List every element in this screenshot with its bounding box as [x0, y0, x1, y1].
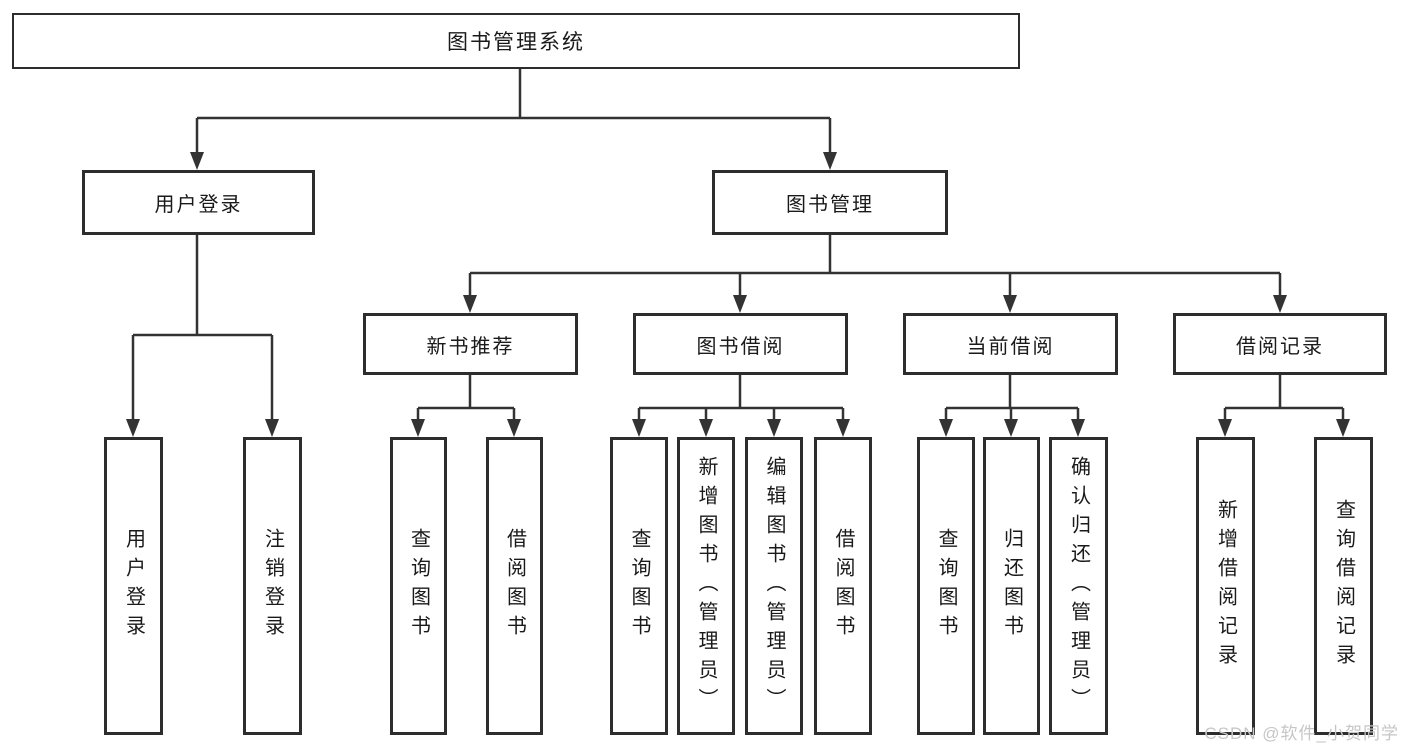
node-label: 注销登录: [261, 528, 284, 644]
leaf-query-books-recommend: 查询图书: [390, 437, 447, 735]
leaf-user-login: 用户登录: [104, 437, 163, 735]
node-borrowing-records: 借阅记录: [1173, 313, 1387, 375]
node-label: 新书推荐: [426, 335, 515, 358]
node-label: 图书管理: [786, 194, 874, 216]
node-label: 确认归还（管理员）: [1067, 455, 1090, 717]
node-label: 图书管理系统: [447, 31, 585, 54]
node-user-login: 用户登录: [82, 170, 315, 235]
node-label: 查询借阅记录: [1332, 499, 1355, 673]
leaf-return-books: 归还图书: [983, 437, 1040, 735]
leaf-borrow-books-recommend: 借阅图书: [486, 437, 543, 735]
node-label: 用户登录: [122, 528, 145, 644]
node-label: 当前借阅: [966, 335, 1055, 358]
node-library-management-system: 图书管理系统: [12, 13, 1020, 69]
node-label: 新增图书（管理员）: [695, 455, 717, 717]
node-label: 查询图书: [407, 528, 430, 644]
node-label: 查询图书: [935, 528, 957, 644]
node-label: 编辑图书（管理员）: [763, 455, 785, 717]
node-label: 归还图书: [1000, 528, 1023, 644]
node-new-book-recommendation: 新书推荐: [363, 313, 578, 375]
leaf-logout: 注销登录: [243, 437, 302, 735]
leaf-borrow-books: 借阅图书: [814, 437, 872, 735]
node-label: 借阅图书: [832, 528, 854, 644]
leaf-query-books-borrow: 查询图书: [610, 437, 668, 735]
csdn-watermark: CSDN @软件_小贺同学: [1204, 724, 1399, 743]
leaf-confirm-return-admin: 确认归还（管理员）: [1049, 437, 1108, 735]
node-label: 图书借阅: [696, 335, 785, 358]
leaf-query-borrow-record: 查询借阅记录: [1314, 437, 1373, 735]
leaf-edit-books-admin: 编辑图书（管理员）: [745, 437, 803, 735]
leaf-add-books-admin: 新增图书（管理员）: [677, 437, 735, 735]
node-label: 借阅图书: [503, 528, 526, 644]
node-label: 查询图书: [628, 528, 650, 644]
node-label: 新增借阅记录: [1214, 499, 1237, 673]
leaf-query-books-current: 查询图书: [917, 437, 975, 735]
node-label: 用户登录: [154, 194, 243, 216]
node-book-borrowing: 图书借阅: [633, 313, 848, 375]
node-label: 借阅记录: [1236, 335, 1324, 358]
node-current-borrowing: 当前借阅: [903, 313, 1118, 375]
node-book-management: 图书管理: [712, 170, 948, 235]
leaf-add-borrow-record: 新增借阅记录: [1196, 437, 1255, 735]
